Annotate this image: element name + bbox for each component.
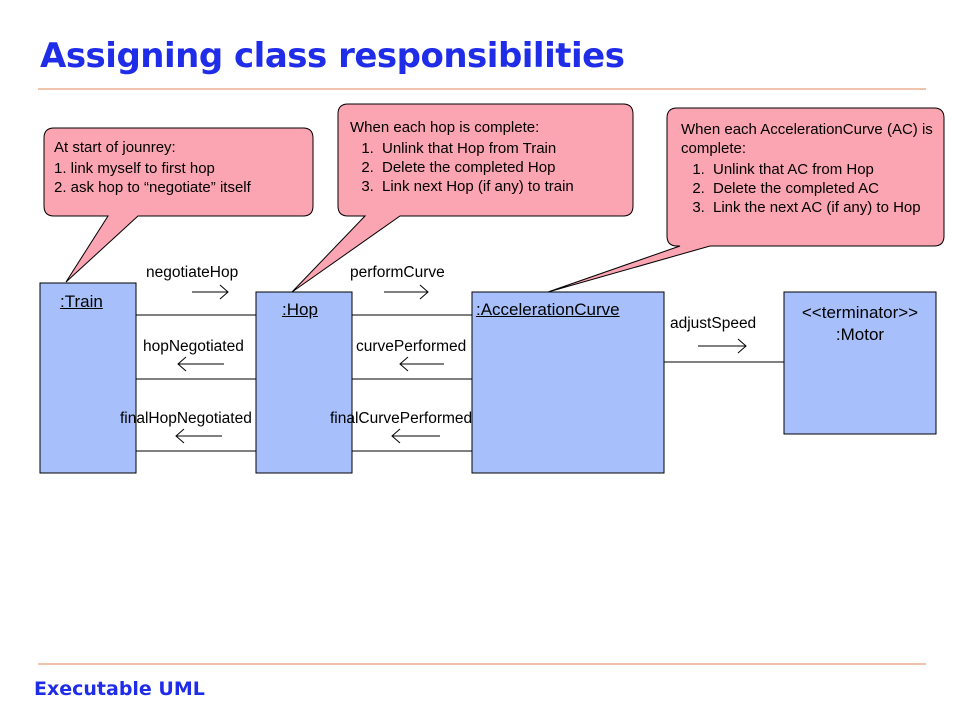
hop-callout-item: Unlink that Hop from Train <box>378 139 634 158</box>
hop-callout-heading: When each hop is complete: <box>350 119 540 136</box>
message-adjust-speed: adjustSpeed <box>670 315 757 332</box>
hop-callout-bubble <box>291 103 634 293</box>
train-object-label: :Train <box>60 292 103 311</box>
hop-object <box>255 291 353 474</box>
curve-callout-item: Link the next AC (if any) to Hop <box>709 198 943 217</box>
train-callout-heading: At start of jounrey: <box>54 139 176 156</box>
message-final-curve-performed: finalCurvePerformed <box>330 410 473 427</box>
motor-stereotype: <<terminator>> <box>801 303 919 322</box>
hop-object-label: :Hop <box>282 300 318 319</box>
train-callout-item: 1. link myself to first hop <box>54 160 215 177</box>
message-negotiate-hop: negotiateHop <box>146 264 239 281</box>
message-curve-performed: curvePerformed <box>356 338 467 355</box>
acceleration-curve-object <box>471 291 665 474</box>
curve-callout-heading: When each AccelerationCurve (AC) is comp… <box>681 121 933 157</box>
acceleration-curve-object-label: :AccelerationCurve <box>476 300 620 319</box>
arrow-left-icon <box>391 428 440 444</box>
arrow-right-icon <box>384 284 429 300</box>
footer-label: Executable UML <box>34 678 205 700</box>
train-callout-item: 2. ask hop to “negotiate” itself <box>54 179 251 196</box>
motor-name: :Motor <box>835 325 885 344</box>
hop-callout: When each hop is complete: Unlink that H… <box>350 118 634 196</box>
message-final-hop-negotiated: finalHopNegotiated <box>120 410 252 427</box>
motor-object <box>783 291 937 435</box>
curve-callout-item: Delete the completed AC <box>709 179 943 198</box>
page-title: Assigning class responsibilities <box>40 36 625 76</box>
hop-callout-item: Link next Hop (if any) to train <box>378 177 634 196</box>
arrow-left-icon <box>177 356 224 372</box>
arrow-left-icon <box>399 356 444 372</box>
curve-callout: When each AccelerationCurve (AC) is comp… <box>681 120 943 217</box>
curve-callout-item: Unlink that AC from Hop <box>709 160 943 179</box>
train-callout: At start of jounrey: 1. link myself to f… <box>54 138 310 197</box>
curve-callout-bubble <box>547 107 945 293</box>
hop-callout-item: Delete the completed Hop <box>378 158 634 177</box>
arrow-right-icon <box>192 284 229 300</box>
train-callout-bubble <box>43 127 314 283</box>
arrow-left-icon <box>175 428 222 444</box>
message-perform-curve: performCurve <box>350 264 445 281</box>
train-object <box>39 282 137 474</box>
motor-object-label: <<terminator>> :Motor <box>784 302 936 346</box>
message-hop-negotiated: hopNegotiated <box>143 338 244 355</box>
arrow-right-icon <box>698 338 747 354</box>
